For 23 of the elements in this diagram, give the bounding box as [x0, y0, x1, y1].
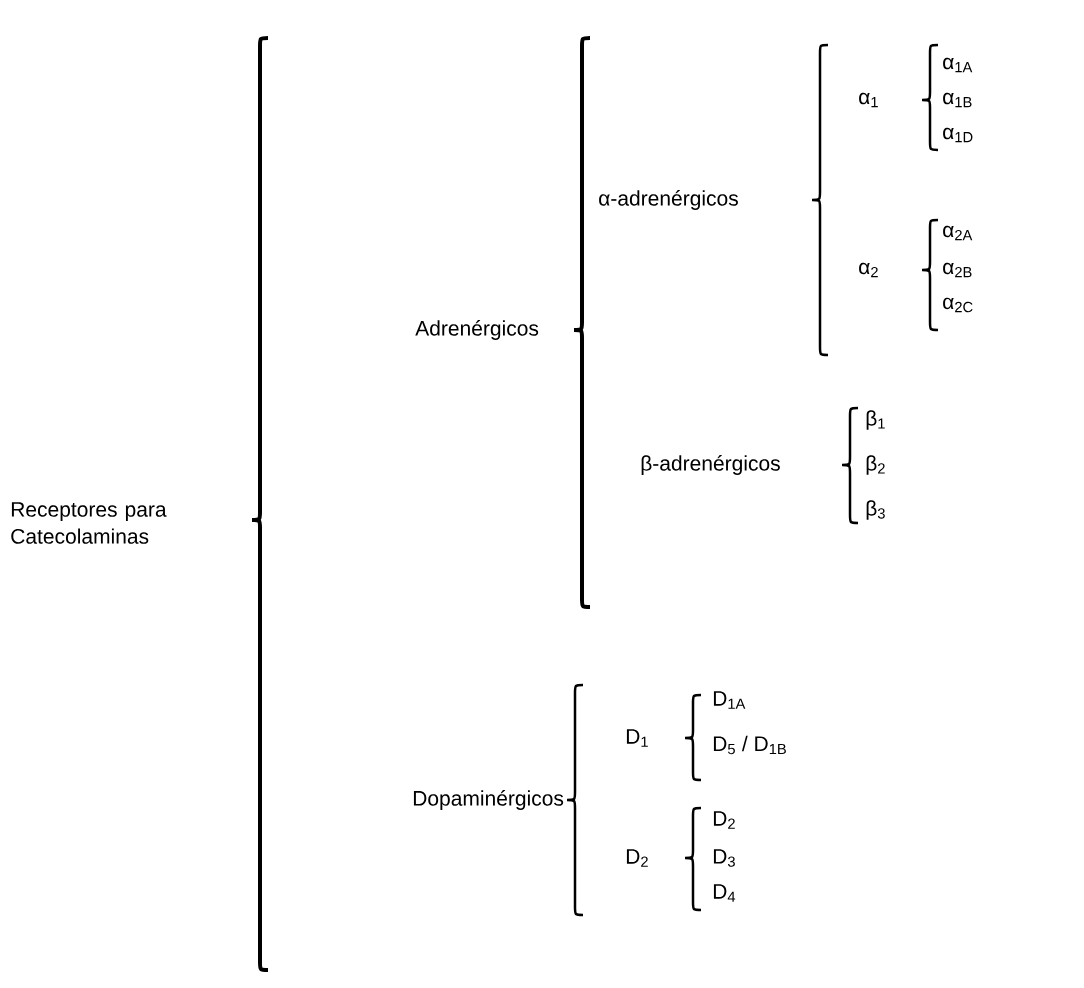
subtype-label: D$_{5}$ / D$_{1B}$ — [713, 735, 786, 755]
subtype-label: α$_{2A}$ — [943, 225, 973, 241]
subtype-label: D$_{3}$ — [713, 849, 735, 867]
subtype-label: β$_{3}$ — [866, 500, 885, 520]
subtype-label: D$_{1}$ — [626, 729, 648, 747]
subtype-label: α$_{1A}$ — [943, 57, 973, 73]
subtype-label: β$_{2}$ — [866, 455, 885, 475]
subtype-label: α$_{1B}$ — [943, 92, 972, 108]
subtype-label: D$_{1A}$ — [713, 691, 746, 709]
subtype-label: α$_{2C}$ — [943, 297, 973, 313]
category-label: Adrenérgicos — [415, 320, 539, 340]
subtype-label: α$_{1}$ — [859, 92, 878, 108]
category-label: Receptores para Catecolaminas — [11, 502, 167, 544]
subtype-label: α$_{1D}$ — [943, 127, 973, 143]
subtype-label: α$_{2}$ — [859, 262, 878, 278]
category-label: α-adrenérgicos — [599, 190, 738, 210]
subtype-label: D$_{2}$ — [626, 849, 648, 867]
category-label: Dopaminérgicos — [413, 790, 564, 810]
subtype-label: α$_{2B}$ — [943, 262, 972, 278]
subtype-label: D$_{2}$ — [713, 811, 735, 829]
category-label: β-adrenérgicos — [641, 455, 780, 475]
subtype-label: D$_{4}$ — [713, 884, 736, 902]
subtype-label: β$_{1}$ — [866, 410, 885, 430]
